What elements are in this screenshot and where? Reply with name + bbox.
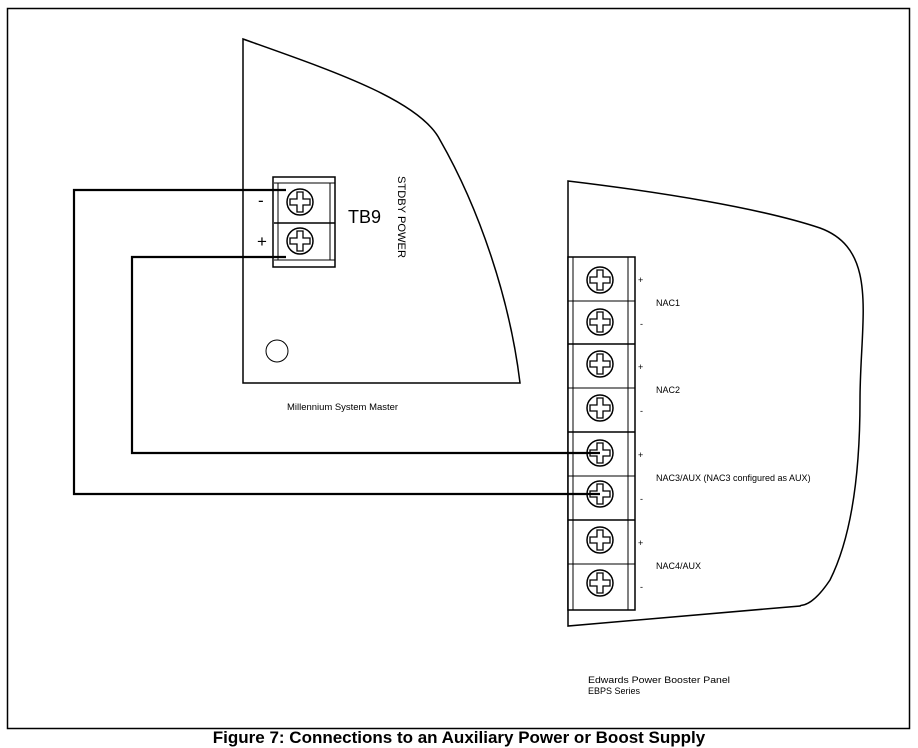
- screw-icon: [586, 350, 614, 378]
- polarity-plus-label: +: [638, 362, 643, 372]
- booster-circuit-labels: + - NAC1 + - NAC2 + - NAC3/AUX (NAC3 configured …: [638, 275, 811, 592]
- master-panel-name: Millennium System Master: [287, 402, 398, 412]
- wire-negative: [72, 188, 600, 496]
- polarity-minus-label: -: [640, 582, 643, 592]
- booster-panel-series: EBPS Series: [588, 686, 640, 696]
- screw-icon: [586, 569, 614, 597]
- screw-icon: [286, 227, 314, 255]
- screw-icon: [586, 266, 614, 294]
- polarity-plus-label: +: [638, 275, 643, 285]
- tb9-minus-label: -: [258, 191, 264, 210]
- screw-icon: [586, 394, 614, 422]
- polarity-minus-label: -: [640, 319, 643, 329]
- polarity-minus-label: -: [640, 406, 643, 416]
- mounting-hole: [265, 339, 289, 363]
- master-panel-outline: [242, 37, 521, 384]
- polarity-plus-label: +: [638, 450, 643, 460]
- tb9-label: TB9: [348, 207, 381, 227]
- nac-circuit-label: NAC4/AUX: [656, 561, 701, 571]
- stdby-power-label: STDBY POWER: [395, 176, 407, 258]
- booster-panel-name: Edwards Power Booster Panel: [588, 675, 730, 685]
- wire-positive: [130, 255, 600, 455]
- figure-frame: [6, 7, 911, 730]
- screw-icon: [286, 188, 314, 216]
- screw-icon: [586, 526, 614, 554]
- polarity-plus-label: +: [638, 538, 643, 548]
- figure-caption: Figure 7: Connections to an Auxiliary Po…: [212, 728, 706, 747]
- tb9-plus-label: +: [257, 232, 267, 251]
- nac-circuit-label: NAC1: [656, 298, 680, 308]
- booster-panel-outline: [567, 180, 864, 627]
- polarity-minus-label: -: [640, 494, 643, 504]
- screw-icon: [586, 308, 614, 336]
- nac-circuit-label: NAC2: [656, 385, 680, 395]
- booster-screws: [586, 266, 614, 597]
- tb9-terminal-block: [272, 176, 336, 268]
- nac-circuit-label: NAC3/AUX (NAC3 configured as AUX): [656, 473, 811, 483]
